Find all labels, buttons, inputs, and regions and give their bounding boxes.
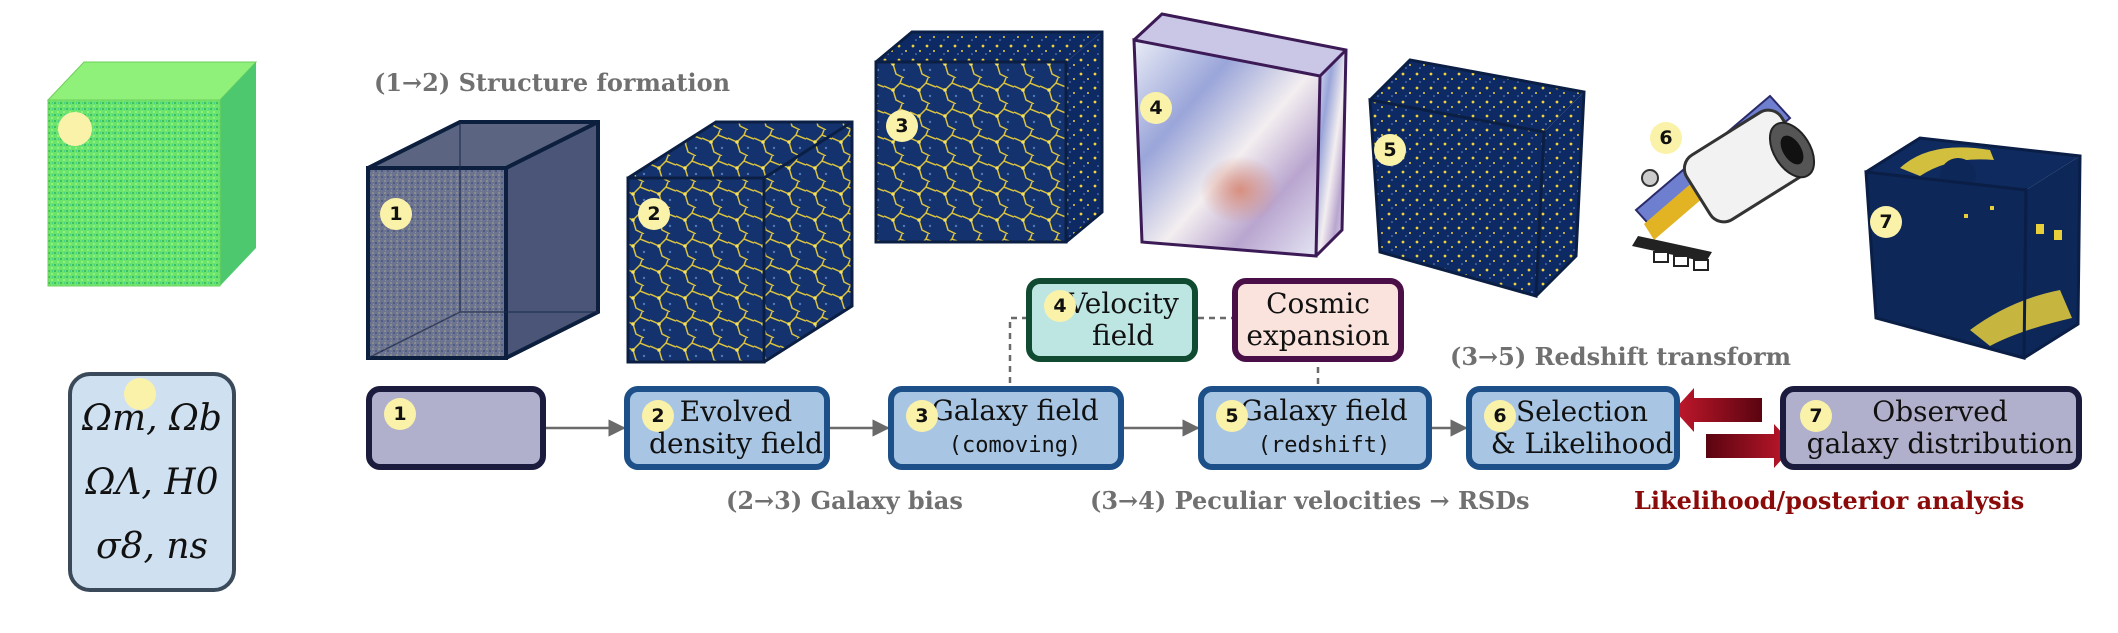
stage-peculiar-velocities: (3→4) Peculiar velocities → RSDs <box>1090 486 1530 515</box>
cube-galaxy-redshift <box>1368 58 1586 298</box>
cosmological-parameters-box: Ωm, Ωb ΩΛ, H0 σ8, ns <box>68 372 236 592</box>
badge-telescope-6: 6 <box>1650 122 1682 154</box>
badge-cube-7: 7 <box>1870 206 1902 238</box>
node-2-line1: Evolved <box>679 395 793 428</box>
node-4-line2: field <box>1091 319 1155 352</box>
params-line-2: ΩΛ, H0 <box>85 461 219 503</box>
badge-1-initial-conditions <box>58 112 92 146</box>
node-1-badge: 1 <box>384 398 416 430</box>
badge-cube-5: 5 <box>1374 134 1406 166</box>
telescope-icon <box>1632 94 1816 271</box>
node-6-line1: Selection <box>1515 395 1649 428</box>
cube-velocity-field <box>1132 12 1348 258</box>
badge-cube-3: 3 <box>886 110 918 142</box>
node-7-line2: galaxy distribution <box>1806 427 2074 460</box>
node-2-badge: 2 <box>642 400 674 432</box>
node-6-selection-likelihood: 6 Selection& Likelihood <box>1466 386 1680 470</box>
params-line-3: σ8, ns <box>95 525 209 567</box>
node-5-line2: (redshift) <box>1257 432 1391 458</box>
badge-params-overlay <box>124 378 156 410</box>
node-7-badge: 7 <box>1800 400 1832 432</box>
initial-conditions-cube <box>46 61 258 287</box>
node-cosmic-line1: Cosmic <box>1266 287 1370 320</box>
node-cosmic-line2: expansion <box>1246 319 1390 352</box>
badge-cube-4: 4 <box>1140 92 1172 124</box>
node-4-badge: 4 <box>1044 290 1076 322</box>
double-arrow-icon <box>1674 388 1794 468</box>
stage-structure-formation: (1→2) Structure formation <box>374 68 731 97</box>
node-3-galaxy-comoving: 3 Galaxy field (comoving) <box>888 386 1124 470</box>
cube-observed-distribution <box>1864 136 2082 360</box>
stage-redshift-transform: (3→5) Redshift transform <box>1450 342 1792 371</box>
node-2-line2: density field <box>649 427 823 460</box>
node-1-initial: 1 <box>366 386 546 470</box>
cube-initial-density <box>366 120 600 360</box>
cube-evolved-density <box>626 120 854 364</box>
node-5-galaxy-redshift: 5 Galaxy field (redshift) <box>1198 386 1432 470</box>
node-6-line2: & Likelihood <box>1490 427 1674 460</box>
badge-cube-1: 1 <box>380 198 412 230</box>
node-3-badge: 3 <box>906 400 938 432</box>
node-4-line1: Velocity <box>1067 287 1179 320</box>
node-5-line1: Galaxy field <box>1240 393 1408 427</box>
cube-galaxy-comoving <box>874 30 1104 244</box>
stage-likelihood-analysis: Likelihood/posterior analysis <box>1634 486 2025 515</box>
stage-galaxy-bias: (2→3) Galaxy bias <box>726 486 963 515</box>
node-3-line1: Galaxy field <box>931 393 1099 427</box>
node-6-badge: 6 <box>1484 400 1516 432</box>
node-5-badge: 5 <box>1216 400 1248 432</box>
badge-cube-2: 2 <box>638 198 670 230</box>
node-7-line1: Observed <box>1872 395 2008 428</box>
node-3-line2: (comoving) <box>948 432 1082 458</box>
dashed-links <box>1008 316 1320 394</box>
